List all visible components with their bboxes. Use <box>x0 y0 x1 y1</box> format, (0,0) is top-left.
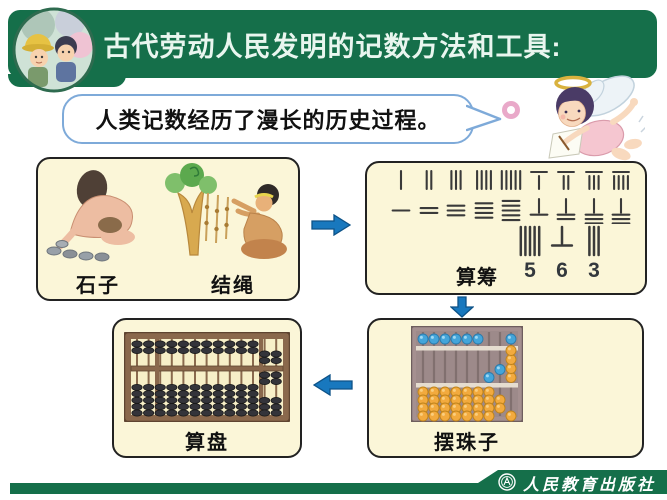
rod-numeral-vertical-2 <box>417 169 441 193</box>
rod-numeral-vertical-5 <box>499 169 523 193</box>
arrow-right-icon <box>311 214 351 236</box>
rod-numeral-horizontal-9 <box>609 197 633 224</box>
rod-numeral-horizontal-3 <box>444 197 468 224</box>
rod-numeral-horizontal-5 <box>499 197 523 224</box>
abacus-box: 算盘 <box>112 318 302 458</box>
rod-example-563 <box>517 225 607 257</box>
rod-numeral-vertical-1 <box>389 169 413 193</box>
arrow-left-icon <box>313 374 353 396</box>
rod-numerals-vertical-row <box>389 169 633 193</box>
fairy-icon <box>502 75 647 161</box>
rod-numeral-vertical-8 <box>582 169 606 193</box>
title-banner: 古代劳动人民发明的记数方法和工具: <box>8 10 657 78</box>
rod-numeral-horizontal-2 <box>417 197 441 224</box>
rod-numeral-vertical-3 <box>444 169 468 193</box>
publisher-emblem-icon <box>498 473 516 491</box>
page-title: 古代劳动人民发明的记数方法和工具: <box>103 31 562 62</box>
publisher-strip: 人民教育出版社 <box>10 470 667 494</box>
rod-numerals-horizontal-row <box>389 197 633 224</box>
speech-bubble-text: 人类记数经历了漫长的历史过程。 <box>95 108 441 133</box>
speech-bubble-tail <box>466 104 502 132</box>
fairy-illustration <box>495 70 647 193</box>
rod-numeral-horizontal-4 <box>472 197 496 224</box>
rod-numeral-vertical-9 <box>609 169 633 193</box>
abacus-illustration <box>122 330 292 427</box>
bead-board-box: 摆珠子 <box>367 318 644 458</box>
primitive-scene-illustration <box>46 163 287 262</box>
children-illustration <box>12 7 96 93</box>
publisher-name: 人民教育出版社 <box>523 477 657 494</box>
primitive-counting-box: 石子 结绳 <box>36 157 300 301</box>
label-knotted-rope: 结绳 <box>211 275 255 297</box>
speech-bubble: 人类记数经历了漫长的历史过程。 <box>62 94 474 144</box>
label-stones: 石子 <box>76 275 120 297</box>
label-counting-rods: 算筹 <box>456 267 498 289</box>
rod-numeral-vertical-6 <box>527 169 551 193</box>
rod-numeral-horizontal-7 <box>554 197 578 224</box>
rod-numeral-vertical-4 <box>472 169 496 193</box>
label-abacus: 算盘 <box>185 432 229 454</box>
rod-example-digit-3 <box>581 225 607 257</box>
digit-5: 5 <box>524 259 536 282</box>
label-placing-beads: 摆珠子 <box>434 432 500 454</box>
arrow-down-icon <box>450 296 474 318</box>
rod-numeral-horizontal-1 <box>389 197 413 224</box>
rod-example-digit-5 <box>517 225 543 257</box>
rod-numeral-vertical-7 <box>554 169 578 193</box>
children-photo <box>12 7 96 93</box>
digit-6: 6 <box>556 259 568 282</box>
bead-board-illustration <box>409 324 525 427</box>
rod-numeral-horizontal-6 <box>527 197 551 224</box>
digit-3: 3 <box>588 259 600 282</box>
rod-example-digit-6 <box>549 225 575 257</box>
rod-numeral-horizontal-8 <box>582 197 606 224</box>
